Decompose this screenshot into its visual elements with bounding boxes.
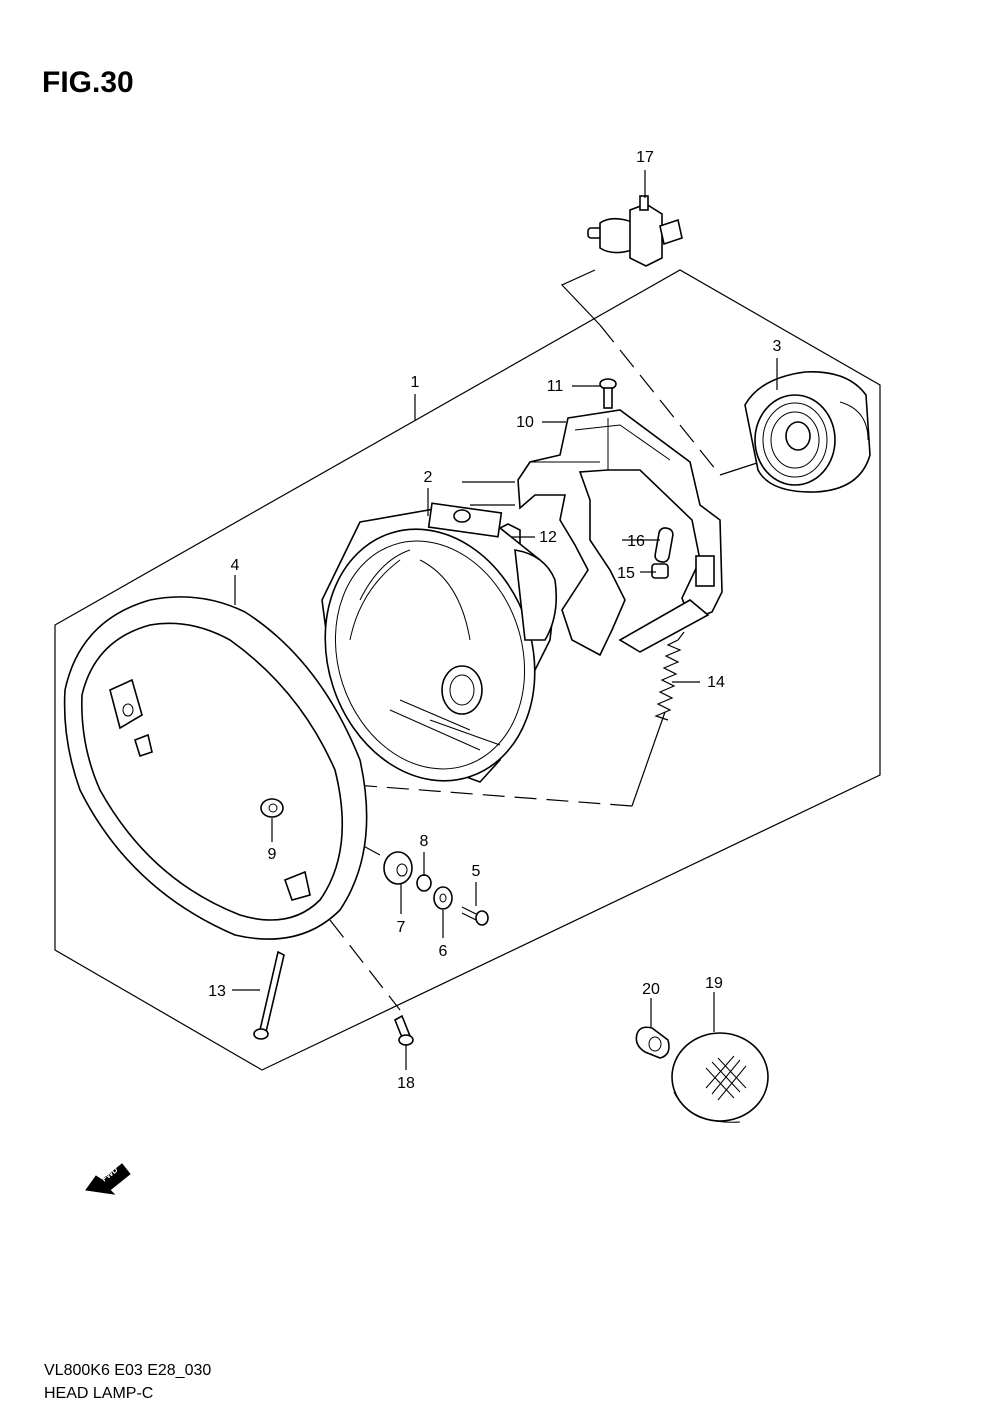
pin-16 bbox=[654, 527, 674, 563]
callout-3: 3 bbox=[773, 338, 782, 355]
callout-6: 6 bbox=[439, 943, 448, 960]
callout-8: 8 bbox=[420, 833, 429, 850]
callout-16: 16 bbox=[627, 533, 645, 550]
bulb-17 bbox=[587, 195, 683, 267]
bolt-5 bbox=[461, 906, 489, 926]
collar-8 bbox=[416, 874, 432, 892]
clip-15 bbox=[651, 563, 669, 579]
housing-cap-3 bbox=[744, 371, 871, 493]
callout-7: 7 bbox=[397, 919, 406, 936]
callout-10: 10 bbox=[516, 414, 534, 431]
callouts: 17 3 1 11 10 2 12 16 15 4 14 8 5 9 7 6 1… bbox=[208, 149, 781, 1092]
nut-9 bbox=[260, 798, 284, 818]
long-screw-13 bbox=[253, 950, 285, 1040]
callout-5: 5 bbox=[472, 863, 481, 880]
spring-14 bbox=[654, 631, 685, 721]
bezel-4 bbox=[63, 596, 368, 940]
screw-18 bbox=[393, 1014, 414, 1046]
callout-18: 18 bbox=[397, 1075, 415, 1092]
callout-4: 4 bbox=[231, 557, 240, 574]
headlight-unit-2 bbox=[321, 502, 558, 783]
callout-19: 19 bbox=[705, 975, 723, 992]
callout-20: 20 bbox=[642, 981, 660, 998]
screw-11 bbox=[599, 378, 617, 409]
callout-17: 17 bbox=[636, 149, 654, 166]
callout-12: 12 bbox=[539, 529, 557, 546]
figure-title: FIG.30 bbox=[42, 66, 134, 99]
callout-9: 9 bbox=[268, 846, 277, 863]
callout-14: 14 bbox=[707, 674, 725, 691]
assembly-frame bbox=[54, 269, 881, 1071]
callout-15: 15 bbox=[617, 565, 635, 582]
cap-19 bbox=[671, 1032, 769, 1123]
bracket-10 bbox=[517, 409, 723, 657]
diagram-caption: HEAD LAMP-C bbox=[44, 1385, 153, 1402]
leader-lines bbox=[232, 170, 778, 1070]
callout-1: 1 bbox=[411, 374, 420, 391]
fwd-arrow-icon: FWD bbox=[85, 1163, 131, 1195]
model-code: VL800K6 E03 E28_030 bbox=[44, 1362, 211, 1379]
callout-13: 13 bbox=[208, 983, 226, 1000]
grommet-7 bbox=[383, 851, 413, 885]
washer-6 bbox=[433, 886, 453, 910]
callout-2: 2 bbox=[424, 469, 433, 486]
callout-11: 11 bbox=[547, 378, 564, 395]
grommet-20 bbox=[635, 1026, 670, 1059]
